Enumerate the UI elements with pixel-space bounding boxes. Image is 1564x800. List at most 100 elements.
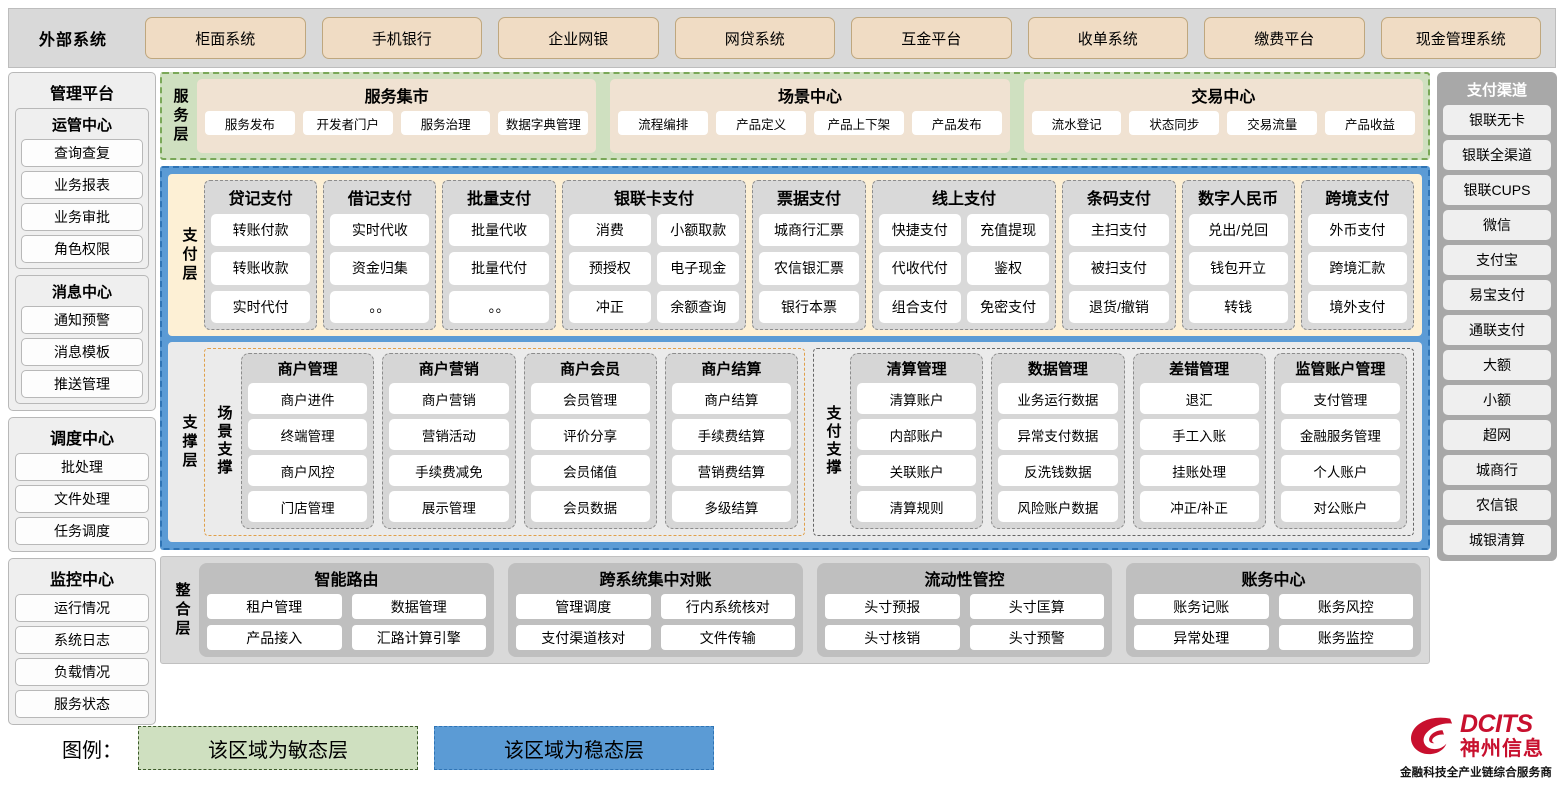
payment-item[interactable]: 预授权 (568, 252, 652, 285)
sidebar-item-通知预警[interactable]: 通知预警 (21, 306, 143, 334)
support-item[interactable]: 金融服务管理 (1280, 419, 1400, 450)
external-system-item[interactable]: 柜面系统 (145, 17, 306, 59)
support-item[interactable]: 展示管理 (389, 491, 509, 522)
payment-item[interactable]: 被扫支付 (1069, 252, 1169, 285)
external-system-item[interactable]: 手机银行 (321, 17, 482, 59)
payment-item[interactable]: 境外支付 (1307, 290, 1408, 323)
payment-channel-item[interactable]: 银联全渠道 (1443, 140, 1551, 170)
payment-item[interactable]: 冲正 (568, 290, 652, 323)
payment-item[interactable]: 银行本票 (759, 290, 859, 323)
payment-channel-item[interactable]: 微信 (1443, 210, 1551, 240)
payment-item[interactable]: 钱包开立 (1188, 252, 1288, 285)
sidebar-item-查询查复[interactable]: 查询查复 (21, 139, 143, 167)
sidebar-item-消息模板[interactable]: 消息模板 (21, 338, 143, 366)
external-system-item[interactable]: 网贷系统 (674, 17, 835, 59)
support-item[interactable]: 多级结算 (671, 491, 791, 522)
sidebar-item-角色权限[interactable]: 角色权限 (21, 235, 143, 263)
support-item[interactable]: 营销费结算 (671, 455, 791, 486)
integration-item[interactable]: 账务记账 (1134, 594, 1269, 619)
support-item[interactable]: 门店管理 (248, 491, 368, 522)
payment-item[interactable]: 余额查询 (657, 290, 740, 323)
sidebar-item-推送管理[interactable]: 推送管理 (21, 370, 143, 398)
payment-item[interactable]: 代收代付 (878, 252, 961, 285)
service-item[interactable]: 产品发布 (911, 111, 1002, 135)
service-item[interactable]: 状态同步 (1129, 111, 1220, 135)
payment-item[interactable]: 转账收款 (211, 252, 311, 285)
support-item[interactable]: 会员储值 (530, 455, 650, 486)
support-item[interactable]: 清算账户 (857, 383, 977, 414)
payment-item[interactable]: 。。 (330, 290, 430, 323)
sidebar-item-系统日志[interactable]: 系统日志 (15, 626, 149, 654)
payment-item[interactable]: 组合支付 (878, 290, 961, 323)
external-system-item[interactable]: 缴费平台 (1204, 17, 1365, 59)
service-item[interactable]: 服务治理 (400, 111, 491, 135)
payment-channel-item[interactable]: 易宝支付 (1443, 280, 1551, 310)
support-item[interactable]: 商户进件 (248, 383, 368, 414)
payment-item[interactable]: 退货/撤销 (1069, 290, 1169, 323)
support-item[interactable]: 异常支付数据 (998, 419, 1118, 450)
integration-item[interactable]: 产品接入 (207, 625, 342, 650)
support-item[interactable]: 挂账处理 (1139, 455, 1259, 486)
sidebar-item-批处理[interactable]: 批处理 (15, 453, 149, 481)
payment-item[interactable]: 主扫支付 (1069, 214, 1169, 247)
integration-item[interactable]: 头寸预警 (969, 625, 1104, 650)
sidebar-item-运行情况[interactable]: 运行情况 (15, 594, 149, 622)
payment-item[interactable]: 转钱 (1188, 290, 1288, 323)
support-item[interactable]: 商户结算 (671, 383, 791, 414)
integration-item[interactable]: 头寸预报 (825, 594, 960, 619)
integration-item[interactable]: 头寸核销 (825, 625, 960, 650)
payment-channel-item[interactable]: 通联支付 (1443, 315, 1551, 345)
sidebar-item-服务状态[interactable]: 服务状态 (15, 690, 149, 718)
external-system-item[interactable]: 收单系统 (1027, 17, 1188, 59)
payment-item[interactable]: 资金归集 (330, 252, 430, 285)
payment-channel-item[interactable]: 超网 (1443, 420, 1551, 450)
sidebar-item-负载情况[interactable]: 负载情况 (15, 658, 149, 686)
payment-channel-item[interactable]: 农信银 (1443, 490, 1551, 520)
support-item[interactable]: 会员数据 (530, 491, 650, 522)
integration-item[interactable]: 数据管理 (351, 594, 486, 619)
support-item[interactable]: 手续费减免 (389, 455, 509, 486)
payment-item[interactable]: 城商行汇票 (759, 214, 859, 247)
support-item[interactable]: 商户营销 (389, 383, 509, 414)
support-item[interactable]: 营销活动 (389, 419, 509, 450)
integration-item[interactable]: 文件传输 (660, 625, 795, 650)
sidebar-item-文件处理[interactable]: 文件处理 (15, 485, 149, 513)
service-item[interactable]: 产品定义 (716, 111, 806, 135)
support-item[interactable]: 支付管理 (1280, 383, 1400, 414)
support-item[interactable]: 业务运行数据 (998, 383, 1118, 414)
support-item[interactable]: 内部账户 (857, 419, 977, 450)
payment-item[interactable]: 批量代收 (449, 214, 549, 247)
payment-item[interactable]: 跨境汇款 (1307, 252, 1408, 285)
payment-item[interactable]: 外币支付 (1307, 214, 1408, 247)
payment-item[interactable]: 消费 (568, 214, 652, 247)
payment-item[interactable]: 实时代付 (211, 290, 311, 323)
support-item[interactable]: 关联账户 (857, 455, 977, 486)
support-item[interactable]: 评价分享 (530, 419, 650, 450)
service-item[interactable]: 开发者门户 (302, 111, 393, 135)
payment-item[interactable]: 实时代收 (330, 214, 430, 247)
support-item[interactable]: 会员管理 (530, 383, 650, 414)
service-item[interactable]: 产品收益 (1325, 111, 1415, 135)
integration-item[interactable]: 租户管理 (207, 594, 342, 619)
payment-item[interactable]: 充值提现 (966, 214, 1050, 247)
integration-item[interactable]: 行内系统核对 (660, 594, 795, 619)
support-item[interactable]: 手工入账 (1139, 419, 1259, 450)
payment-item[interactable]: 免密支付 (966, 290, 1050, 323)
payment-item[interactable]: 农信银汇票 (759, 252, 859, 285)
integration-item[interactable]: 支付渠道核对 (516, 625, 651, 650)
service-item[interactable]: 流水登记 (1031, 111, 1122, 135)
support-item[interactable]: 反洗钱数据 (998, 455, 1118, 486)
integration-item[interactable]: 管理调度 (516, 594, 651, 619)
service-item[interactable]: 流程编排 (618, 111, 709, 135)
payment-channel-item[interactable]: 支付宝 (1443, 245, 1551, 275)
service-item[interactable]: 交易流量 (1227, 111, 1318, 135)
support-item[interactable]: 冲正/补正 (1139, 491, 1259, 522)
support-item[interactable]: 对公账户 (1280, 491, 1400, 522)
sidebar-item-任务调度[interactable]: 任务调度 (15, 517, 149, 545)
integration-item[interactable]: 账务监控 (1278, 625, 1413, 650)
payment-item[interactable]: 快捷支付 (878, 214, 961, 247)
service-item[interactable]: 数据字典管理 (498, 111, 589, 135)
integration-item[interactable]: 头寸匡算 (969, 594, 1104, 619)
payment-channel-item[interactable]: 小额 (1443, 385, 1551, 415)
payment-item[interactable]: 批量代付 (449, 252, 549, 285)
